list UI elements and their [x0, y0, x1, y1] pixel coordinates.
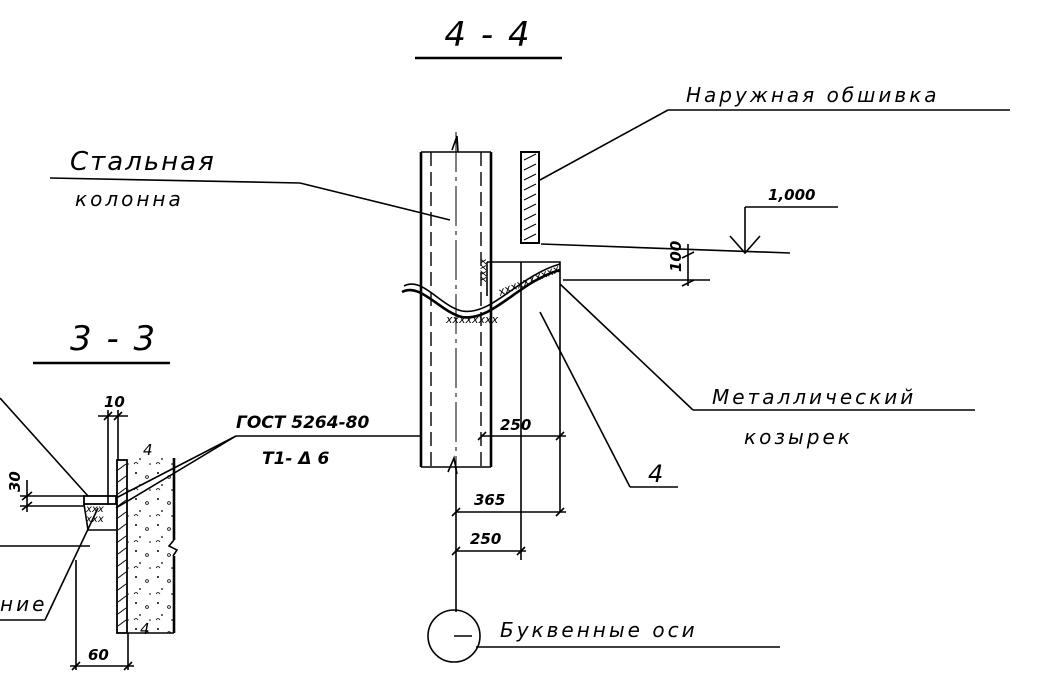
elevation-mark: 1,000: [540, 186, 838, 255]
dimension-10: 10: [98, 393, 128, 505]
bracket-3-3: xxx xxx: [83, 495, 117, 531]
svg-text:xxxx: xxxx: [478, 258, 489, 283]
weld-note: ГОСТ 5264-80 Т1- Δ 6: [115, 413, 422, 509]
section-4-4: 4 - 4 xxxxxxxx xxxxxxxxxx xxx: [49, 15, 1010, 663]
steel-column: [419, 132, 493, 475]
svg-text:365: 365: [474, 491, 505, 509]
svg-text:Т1- Δ 6: Т1- Δ 6: [262, 449, 329, 469]
svg-text:4: 4: [140, 620, 150, 638]
label-outer-cladding: Наружная обшивка: [539, 83, 1010, 181]
label-partial: ние: [0, 507, 99, 621]
elevation-value: 1,000: [768, 186, 815, 204]
cladding-strip-3-3: [116, 459, 128, 634]
svg-text:колонна: колонна: [75, 187, 184, 211]
dimension-365: 365: [451, 491, 566, 517]
section-title-3-3: 3 - 3: [70, 319, 157, 359]
svg-text:козырек: козырек: [744, 425, 853, 449]
outer-cladding-panel: [520, 151, 540, 244]
label-metal-canopy: Металлический козырек: [559, 283, 975, 449]
dimension-30: 30: [6, 471, 84, 512]
concrete-wall: [128, 458, 179, 634]
svg-text:xxx: xxx: [85, 504, 104, 515]
dimension-60: 60: [70, 560, 134, 671]
svg-text:xxxxxxxxxx: xxxxxxxxxx: [495, 262, 562, 299]
label-letter-axes: Буквенные оси: [476, 618, 780, 648]
svg-text:Металлический: Металлический: [712, 385, 916, 409]
svg-text:60: 60: [88, 646, 109, 664]
svg-text:xxxxxxxx: xxxxxxxx: [445, 313, 499, 326]
dimension-250-bottom: 250: [451, 530, 526, 556]
svg-text:10: 10: [104, 393, 125, 411]
svg-text:ГОСТ 5264-80: ГОСТ 5264-80: [236, 413, 369, 433]
axis-bubble: [427, 609, 481, 663]
svg-text:Стальная: Стальная: [70, 147, 216, 177]
svg-text:ние: ние: [0, 592, 47, 616]
svg-text:Наружная обшивка: Наружная обшивка: [686, 83, 940, 107]
metal-canopy: xxxxxxxx xxxxxxxxxx xxxx: [401, 258, 562, 560]
svg-text:250: 250: [470, 530, 501, 548]
dimension-100: 100: [563, 241, 710, 287]
svg-text:100: 100: [667, 241, 685, 272]
svg-text:4: 4: [648, 460, 663, 488]
svg-text:Буквенные оси: Буквенные оси: [500, 618, 698, 642]
svg-text:4: 4: [143, 441, 153, 459]
label-steel-column: Стальная колонна: [49, 147, 451, 221]
dimension-250-top: 250: [477, 416, 566, 441]
callout-4: 4: [539, 311, 678, 488]
section-3-3: 3 - 3 xxx xxx 4 4: [0, 319, 422, 671]
svg-text:250: 250: [500, 416, 531, 434]
svg-text:xxx: xxx: [85, 514, 104, 525]
svg-text:30: 30: [6, 471, 24, 492]
section-title-4-4: 4 - 4: [444, 15, 531, 55]
